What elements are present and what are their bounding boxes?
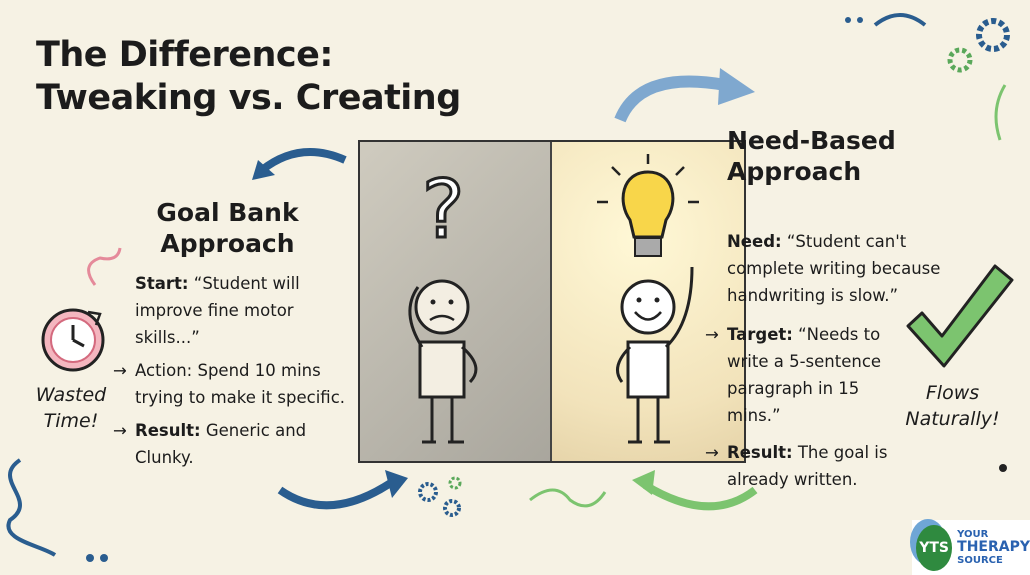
item-label: Start:	[135, 274, 189, 293]
title-line-2: Tweaking vs. Creating	[36, 78, 461, 118]
gear-icon	[443, 499, 461, 517]
gear-icon	[976, 18, 1010, 52]
goal-bank-list: Start: “Student will improve fine motor …	[113, 270, 355, 477]
comparison-illustration: ?	[358, 140, 746, 463]
lightbulb-stick-figure-icon	[597, 154, 699, 444]
list-item: → Result: The goal is already written.	[705, 439, 897, 493]
gear-icon	[947, 47, 973, 73]
item-label: Result:	[727, 443, 793, 462]
flows-naturally-note: Flows Naturally!	[905, 382, 1000, 430]
item-text: “Needs to write a 5-sentence paragraph i…	[727, 325, 882, 425]
arrow-icon: →	[113, 361, 127, 380]
yts-logo[interactable]: YTS YOUR THERAPY SOURCE	[912, 520, 1030, 575]
heading-line: Approach	[160, 229, 295, 258]
item-text: “Student will improve fine motor skills.…	[135, 274, 300, 347]
logo-line: THERAPY	[957, 539, 1030, 555]
happy-student-panel	[552, 142, 744, 461]
page-title: The Difference: Tweaking vs. Creating	[36, 34, 461, 120]
logo-line: YOUR	[957, 529, 989, 540]
list-item: Start: “Student will improve fine motor …	[135, 270, 355, 351]
item-label: Target:	[727, 325, 793, 344]
item-text: “Student can't complete writing because …	[727, 232, 941, 305]
checkmark-icon	[906, 264, 1014, 368]
gear-icon	[448, 476, 462, 490]
svg-text:?: ?	[422, 163, 464, 256]
logo-mark: YTS	[916, 524, 953, 571]
logo-line: SOURCE	[957, 555, 1003, 566]
gear-icon	[418, 482, 438, 502]
wasted-time-note: Wasted Time!	[35, 384, 107, 432]
heading-line: Approach	[727, 157, 862, 186]
arrow-icon	[705, 228, 727, 309]
item-text: The goal is already written.	[727, 443, 888, 489]
need-based-heading: Need-Based Approach	[727, 125, 896, 187]
heading-line: Need-Based	[727, 126, 896, 155]
need-based-list: Need: “Student can't complete writing be…	[705, 228, 967, 499]
heading-line: Goal Bank	[156, 198, 299, 227]
arrow-icon	[113, 270, 135, 351]
curved-arrow-icon	[614, 75, 727, 123]
list-item: → Result: Generic and Clunky.	[113, 417, 355, 471]
swirl-arrow-icon	[6, 458, 57, 557]
item-text: Generic and Clunky.	[135, 421, 307, 467]
curved-arrow-icon	[277, 476, 398, 510]
item-label: Result:	[135, 421, 201, 440]
item-text: Action: Spend 10 mins trying to make it …	[135, 361, 346, 407]
list-item: → Action: Spend 10 mins trying to make it…	[113, 357, 355, 411]
confused-student-panel: ?	[360, 142, 552, 461]
title-line-1: The Difference:	[36, 35, 333, 75]
arrow-icon: →	[113, 421, 127, 440]
list-item: → Target: “Needs to write a 5-sentence pa…	[705, 321, 907, 429]
list-item: Need: “Student can't complete writing be…	[727, 228, 967, 309]
item-label: Need:	[727, 232, 782, 251]
arrow-icon: →	[705, 443, 719, 462]
confused-stick-figure-icon: ?	[408, 162, 478, 444]
curved-arrow-icon	[259, 148, 347, 174]
goal-bank-heading: Goal Bank Approach	[140, 197, 315, 259]
arrow-icon: →	[705, 325, 719, 344]
clock-icon	[41, 308, 105, 372]
